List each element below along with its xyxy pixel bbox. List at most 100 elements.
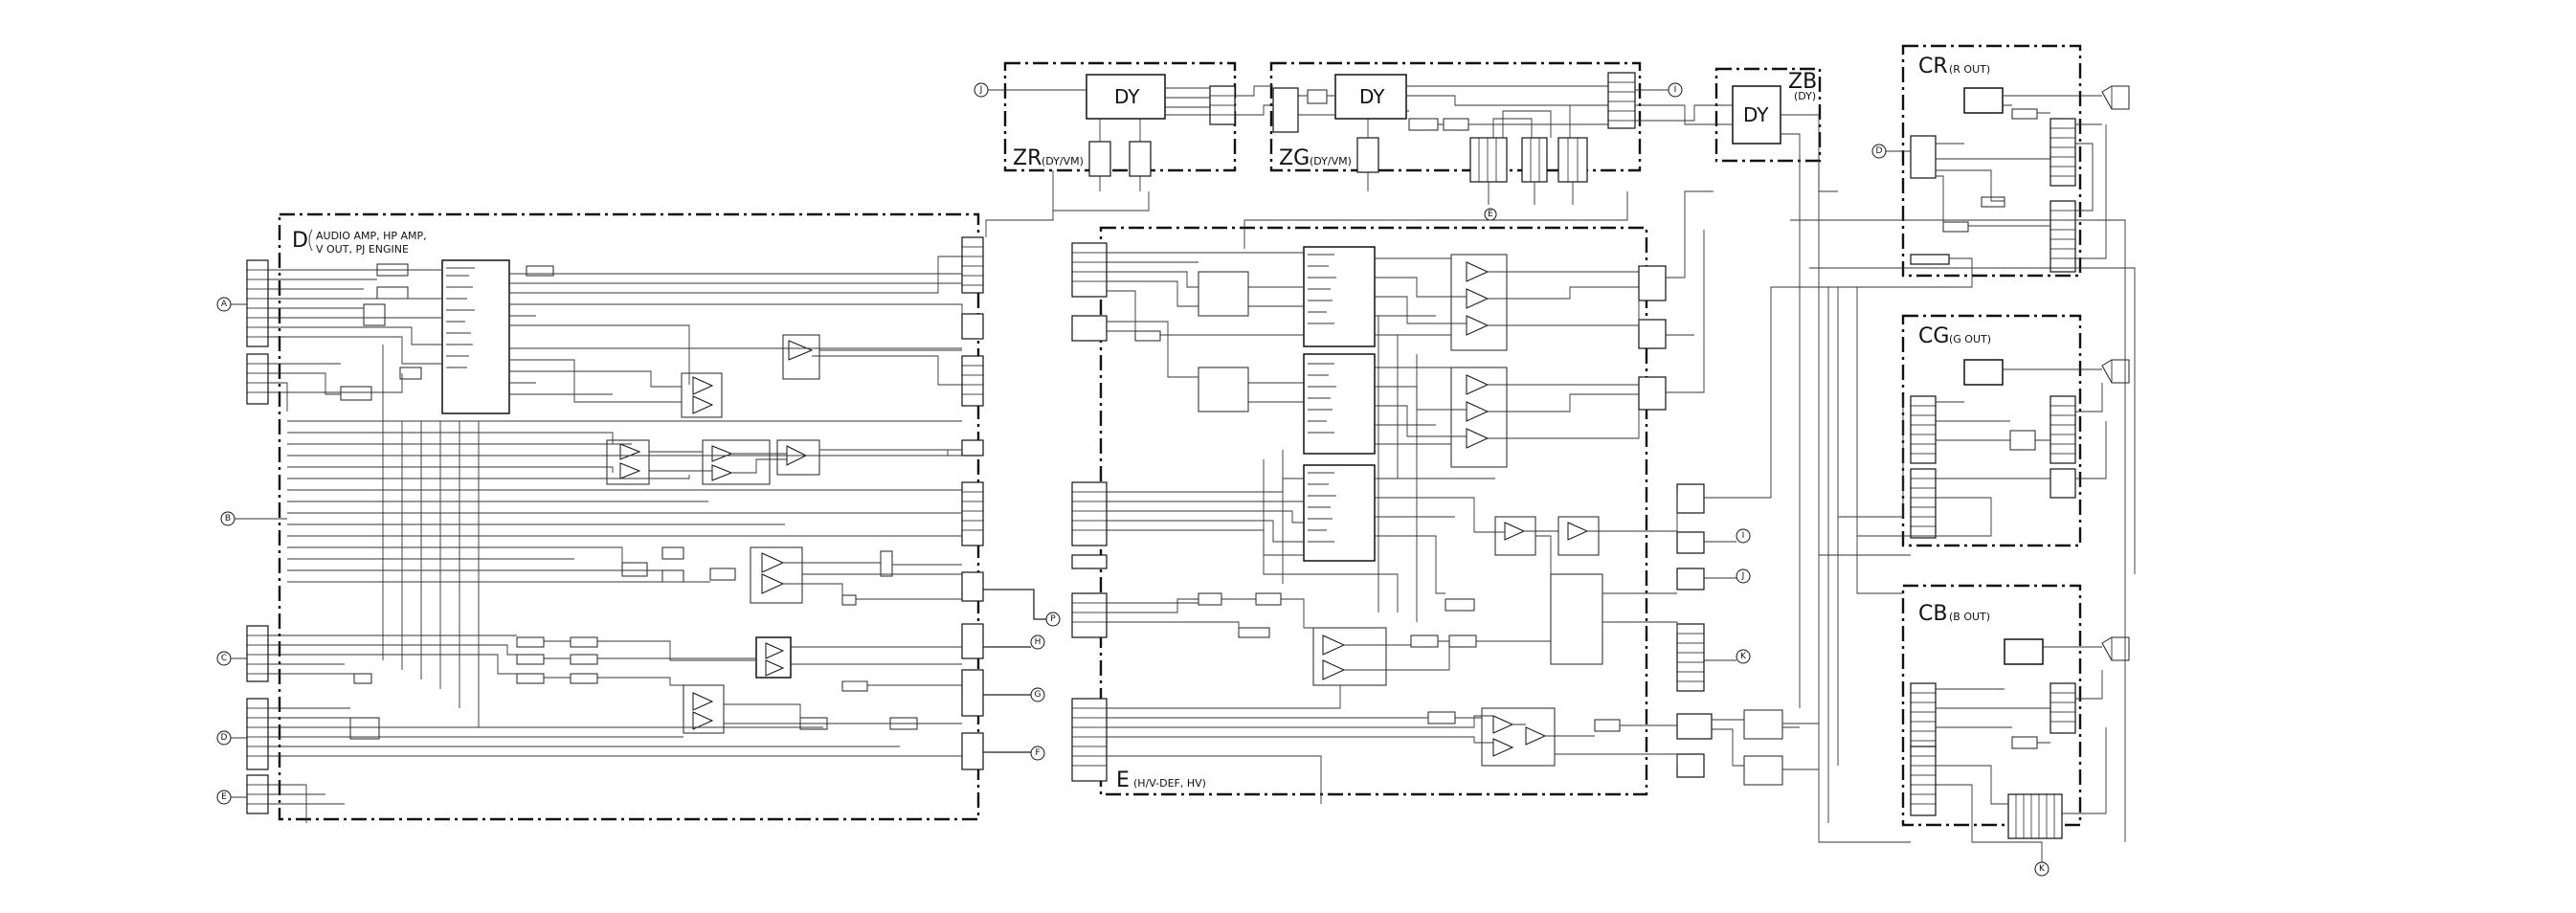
amp-e-13 [1525,726,1547,746]
pin-header-d-r3 [961,355,984,407]
zr-dy-block [1086,74,1166,120]
amp-d-5 [619,462,641,479]
pin-header-e-l6 [1071,698,1108,782]
amp-e-8 [1567,522,1589,541]
pin-header-zr-bottom-1 [1088,141,1111,177]
block-d-23 [353,673,372,684]
pin-header-e-r8 [1676,713,1713,740]
pin-header-cg-2 [2050,395,2076,464]
pin-header-cr-2 [2050,118,2076,187]
board-e-sub: (H/V-DEF, HV) [1133,777,1206,790]
block-d-19 [683,684,725,734]
connector-i-top: I [1668,82,1683,98]
block-d-9 [621,562,648,577]
svg-text:J: J [1741,571,1745,581]
board-cb-label: CB (B OUT) [1918,602,1990,626]
svg-text:K: K [2039,864,2046,874]
board-zg-label: ZG (DY/VM) [1279,146,1352,170]
connector-d-left: D [216,730,232,746]
board-d-line2: V OUT, PJ ENGINE [316,243,409,256]
pin-header-cb-2 [2050,682,2076,734]
svg-text:I: I [1674,85,1677,95]
amp-e-12 [1492,738,1514,757]
block-e-3 [1255,592,1282,606]
amp-d-1 [788,340,814,361]
block-d-11 [880,550,893,577]
block-e-10 [1410,635,1439,648]
pin-header-zg-bottom-4 [1557,137,1588,183]
connector-f: F [1030,746,1045,761]
zb-dy-block [1732,85,1781,145]
pin-header-e-r2 [1638,319,1667,349]
svg-text:F: F [1035,748,1040,758]
pin-header-e-r3 [1638,376,1667,411]
svg-text:K: K [1740,652,1747,661]
tube-socket-cr [2101,85,2130,110]
connector-j-top: J [974,82,989,98]
pin-header-zg-in [1272,87,1299,133]
amp-d-9 [761,552,785,573]
amp-e-4 [1466,374,1490,395]
pin-header-cb-1 [1910,682,1937,751]
pin-header-d-c [246,625,269,682]
zg-dy-block [1334,74,1407,120]
board-cr-letter: CR [1918,55,1948,78]
ic-e-main-2 [1303,353,1376,455]
svg-text:B: B [225,514,231,523]
board-cb-letter: CB [1918,602,1947,626]
pin-header-zg-bottom-3 [1521,137,1548,183]
ic-e-left-1 [1198,271,1249,317]
ic-e-main-3 [1303,464,1376,562]
amp-d-7 [711,464,733,481]
board-cr-sub: (R OUT) [1949,63,1990,76]
board-cb-frame [1901,584,2082,827]
svg-text:D: D [221,733,228,743]
board-e-letter: E [1116,768,1130,792]
amp-e-10 [1322,659,1346,680]
board-zb-frame [1714,67,1822,163]
amp-e-6 [1466,428,1490,449]
board-d-label: D AUDIO AMP, HP AMP, V OUT, PJ ENGINE [292,229,427,256]
board-zr-sub: (DY/VM) [1042,155,1084,167]
block-d-22 [349,717,380,740]
block-d-6 [399,367,422,380]
block-d-3 [363,303,386,326]
connector-a: A [216,297,232,312]
board-cr-frame [1901,44,2082,278]
amp-d-3 [692,395,714,414]
block-e-2 [1198,592,1222,606]
connector-j-mid: J [1736,568,1751,584]
board-zg-frame [1269,61,1642,172]
connector-c: C [216,651,232,666]
pin-header-cg-4 [2050,468,2076,499]
pin-header-e-r7 [1676,623,1705,692]
amp-d-13 [692,692,714,711]
svg-text:A: A [221,300,228,309]
pin-header-zr-bottom-2 [1129,141,1152,177]
pin-header-cg-1 [1910,395,1937,464]
connector-b: B [220,511,235,526]
pin-header-d-r2 [961,313,984,340]
amp-e-9 [1322,635,1346,656]
ic-e-main-1 [1303,246,1376,347]
block-d-17 [570,654,598,665]
pin-header-d-d [246,698,269,770]
block-cr-2 [1981,196,2005,208]
block-e-9 [1238,627,1270,638]
pin-header-d-r8 [961,669,984,717]
board-cg-label: CG (G OUT) [1918,324,1991,348]
board-d-letter: D [292,229,308,253]
amp-e-11 [1492,715,1514,734]
connector-p: P [1045,612,1061,627]
amp-e-2 [1466,288,1490,309]
block-zg-3 [1307,89,1328,104]
amp-e-3 [1466,315,1490,336]
board-zr-letter: ZR [1013,146,1042,170]
board-d-line1: AUDIO AMP, HP AMP, [316,230,427,242]
block-d-hp-amp [750,546,803,604]
block-zg-1 [1408,118,1439,131]
wiring-output-boards [1782,95,2136,862]
pin-header-e-l2 [1071,315,1108,342]
svg-text:I: I [1742,531,1745,541]
tube-socket-cg [2101,359,2130,384]
